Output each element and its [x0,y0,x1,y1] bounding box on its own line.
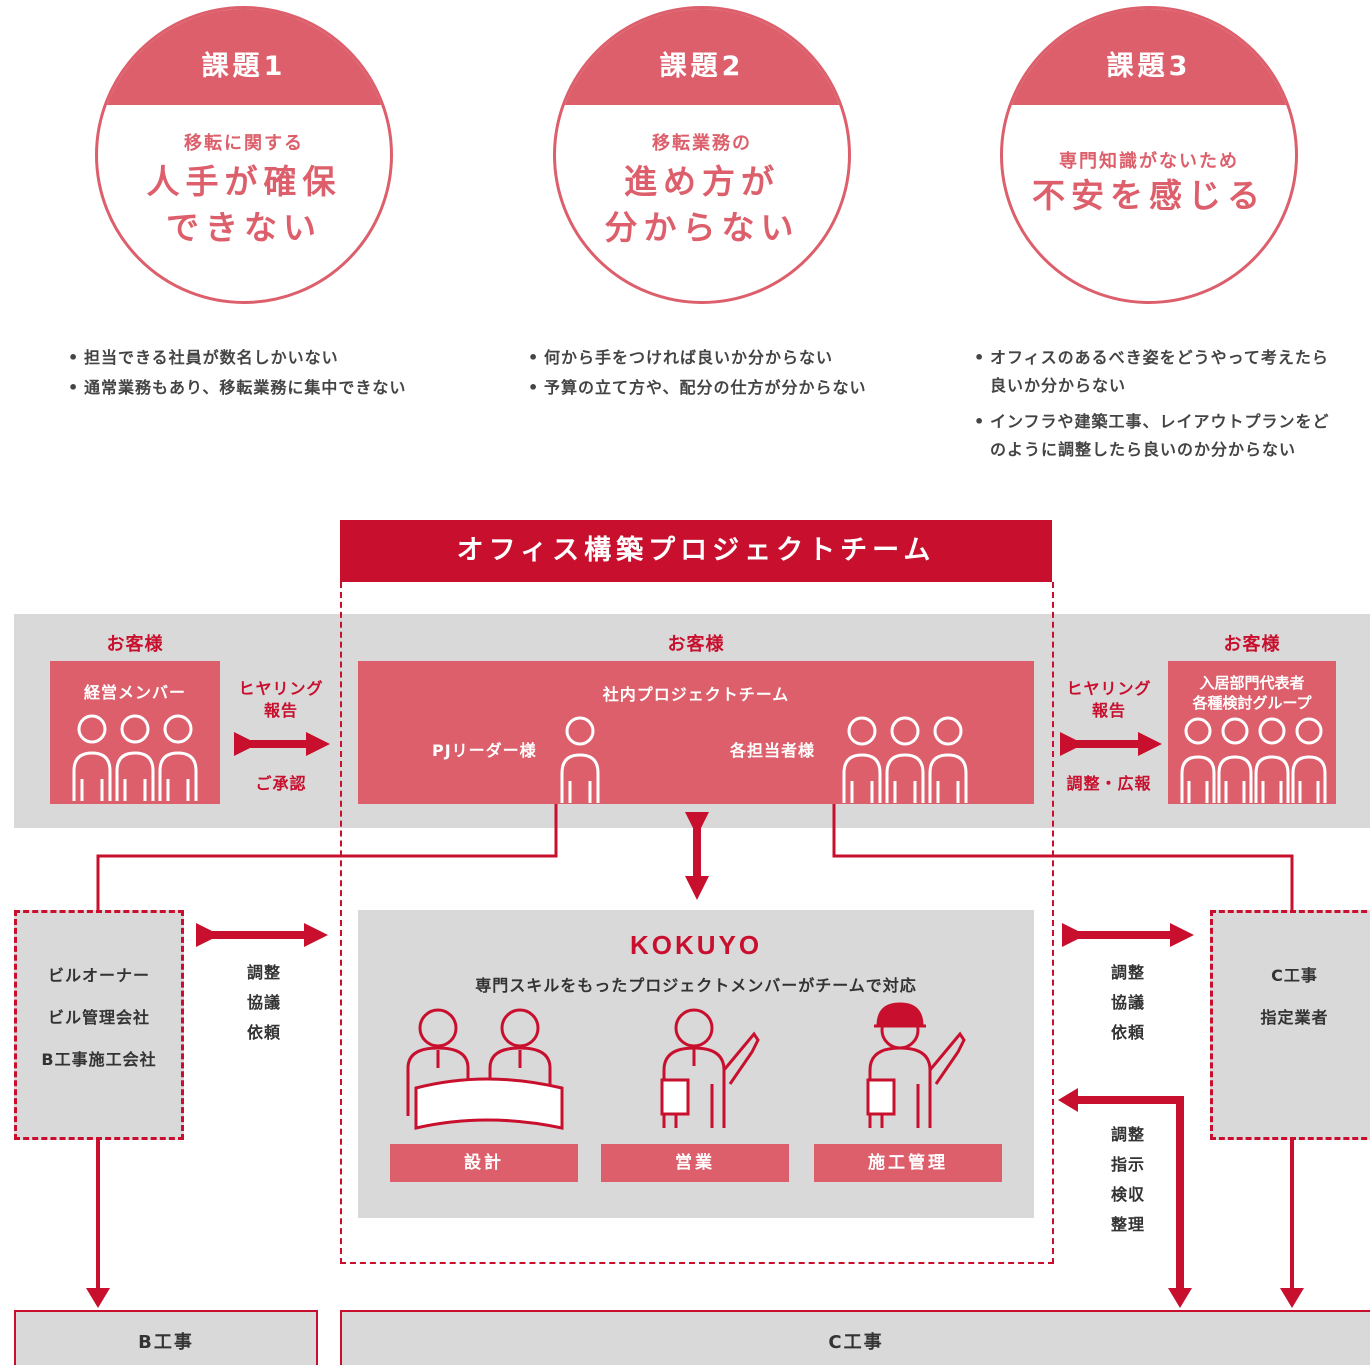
c-work-bottom-label: C工事 [828,1332,884,1353]
coordination-pr-label: 調整・広報 [1066,774,1152,793]
leader-icon [560,716,600,803]
b-work-box: B工事 [14,1310,318,1365]
issue-subtitle: 移転に関する [184,133,304,154]
role-sales: 営業 [601,1144,789,1182]
bullet: 予算の立て方や、配分の仕方が分からない [524,374,894,402]
pj-leader-label: PJリーダー様 [432,741,537,760]
staff-label: 各担当者様 [730,741,816,760]
b-work-label: B工事 [138,1332,194,1353]
staff-group-icon [842,716,968,803]
issue-headline-1: 不安を感じる [1032,176,1266,215]
issue-title: 課題1 [201,51,287,82]
dept-reps-label: 入居部門代表者 各種検討グループ [1192,674,1312,712]
issue-2-bullets: 何から手をつければ良いか分からない 予算の立て方や、配分の仕方が分からない [524,344,894,404]
coord-item: 協議 [1110,993,1145,1012]
bullet: 何から手をつければ良いか分からない [524,344,894,372]
issue-title: 課題3 [1106,51,1192,82]
owner-item: B工事施工会社 [41,1050,157,1069]
customer-label-center: お客様 [667,634,725,655]
issue-3: 課題3 専門知識がないため 不安を感じる [1000,6,1298,304]
c-work-contractor-box: C工事 指定業者 [1210,910,1370,1140]
coord-item: 協議 [246,993,281,1012]
designers-icon [406,1008,564,1130]
bullet: 通常業務もあり、移転業務に集中できない [64,374,424,402]
bullet: オフィスのあるべき姿をどうやって考えたら良いか分からない [970,344,1340,400]
coordination-left: 調整 協議 依頼 [228,958,300,1048]
c-work-label: C工事 [1271,966,1318,985]
internal-team-label: 社内プロジェクトチーム [602,685,790,704]
salesperson-icon [660,1008,760,1128]
instruct-item: 指示 [1110,1155,1145,1174]
owner-item: ビル管理会社 [47,1008,150,1027]
kokuyo-box: KOKUYO 専門スキルをもったプロジェクトメンバーがチームで対応 [358,910,1034,1218]
management-label: 経営メンバー [83,683,186,702]
issue-1-bullets: 担当できる社員が数名しかいない 通常業務もあり、移転業務に集中できない [64,344,424,404]
internal-team-box: 社内プロジェクトチーム PJリーダー様 各担当者様 [358,661,1034,804]
coord-item: 調整 [246,963,281,982]
instruct-item: 調整 [1110,1125,1145,1144]
hearing-report-right: ヒヤリング 報告 [1066,679,1152,720]
bullet: インフラや建築工事、レイアウトプランをどのように調整したら良いのか分からない [970,408,1340,464]
coord-item: 調整 [1110,963,1145,982]
instruct-item: 整理 [1110,1215,1145,1234]
role-construction-management: 施工管理 [814,1144,1002,1182]
issue-1: 課題1 移転に関する 人手が確保 できない [95,6,393,304]
approval-label: ご承認 [255,774,307,793]
coord-item: 依頼 [246,1023,281,1042]
people-group-icon [1180,717,1327,803]
instruction-labels: 調整 指示 検収 整理 [1092,1120,1164,1240]
owner-item: ビルオーナー [47,966,150,985]
customer-label-left: お客様 [106,634,164,655]
issue-subtitle: 移転業務の [652,133,752,154]
hearing-report-left: ヒヤリング 報告 [238,679,324,720]
issue-headline-2: 分からない [604,208,800,247]
dept-reps-box: 入居部門代表者 各種検討グループ [1168,661,1336,804]
people-group-icon [72,714,198,801]
bullet: 担当できる社員が数名しかいない [64,344,424,372]
project-team-frame [340,582,1054,1264]
coord-item: 依頼 [1110,1023,1145,1042]
issue-subtitle: 専門知識がないため [1059,151,1239,172]
building-owner-box: ビルオーナー ビル管理会社 B工事施工会社 [14,910,184,1140]
kokuyo-logo: KOKUYO [629,930,763,960]
construction-manager-icon [866,1002,966,1128]
issue-headline-2: できない [166,208,322,247]
issue-headline-1: 進め方が [624,162,780,201]
c-work-bottom-box: C工事 [340,1310,1370,1365]
customer-label-right: お客様 [1223,634,1281,655]
issue-2: 課題2 移転業務の 進め方が 分からない [553,6,851,304]
coordination-right: 調整 協議 依頼 [1092,958,1164,1048]
issue-3-bullets: オフィスのあるべき姿をどうやって考えたら良いか分からない インフラや建築工事、レ… [970,344,1340,466]
management-box: 経営メンバー [50,661,220,804]
kokuyo-description: 専門スキルをもったプロジェクトメンバーがチームで対応 [475,976,917,995]
role-design: 設計 [390,1144,578,1182]
designated-contractor-label: 指定業者 [1260,1008,1329,1027]
issue-title: 課題2 [659,51,745,82]
issue-headline-1: 人手が確保 [146,162,342,201]
project-team-title: オフィス構築プロジェクトチーム [340,520,1052,582]
instruct-item: 検収 [1110,1185,1145,1204]
